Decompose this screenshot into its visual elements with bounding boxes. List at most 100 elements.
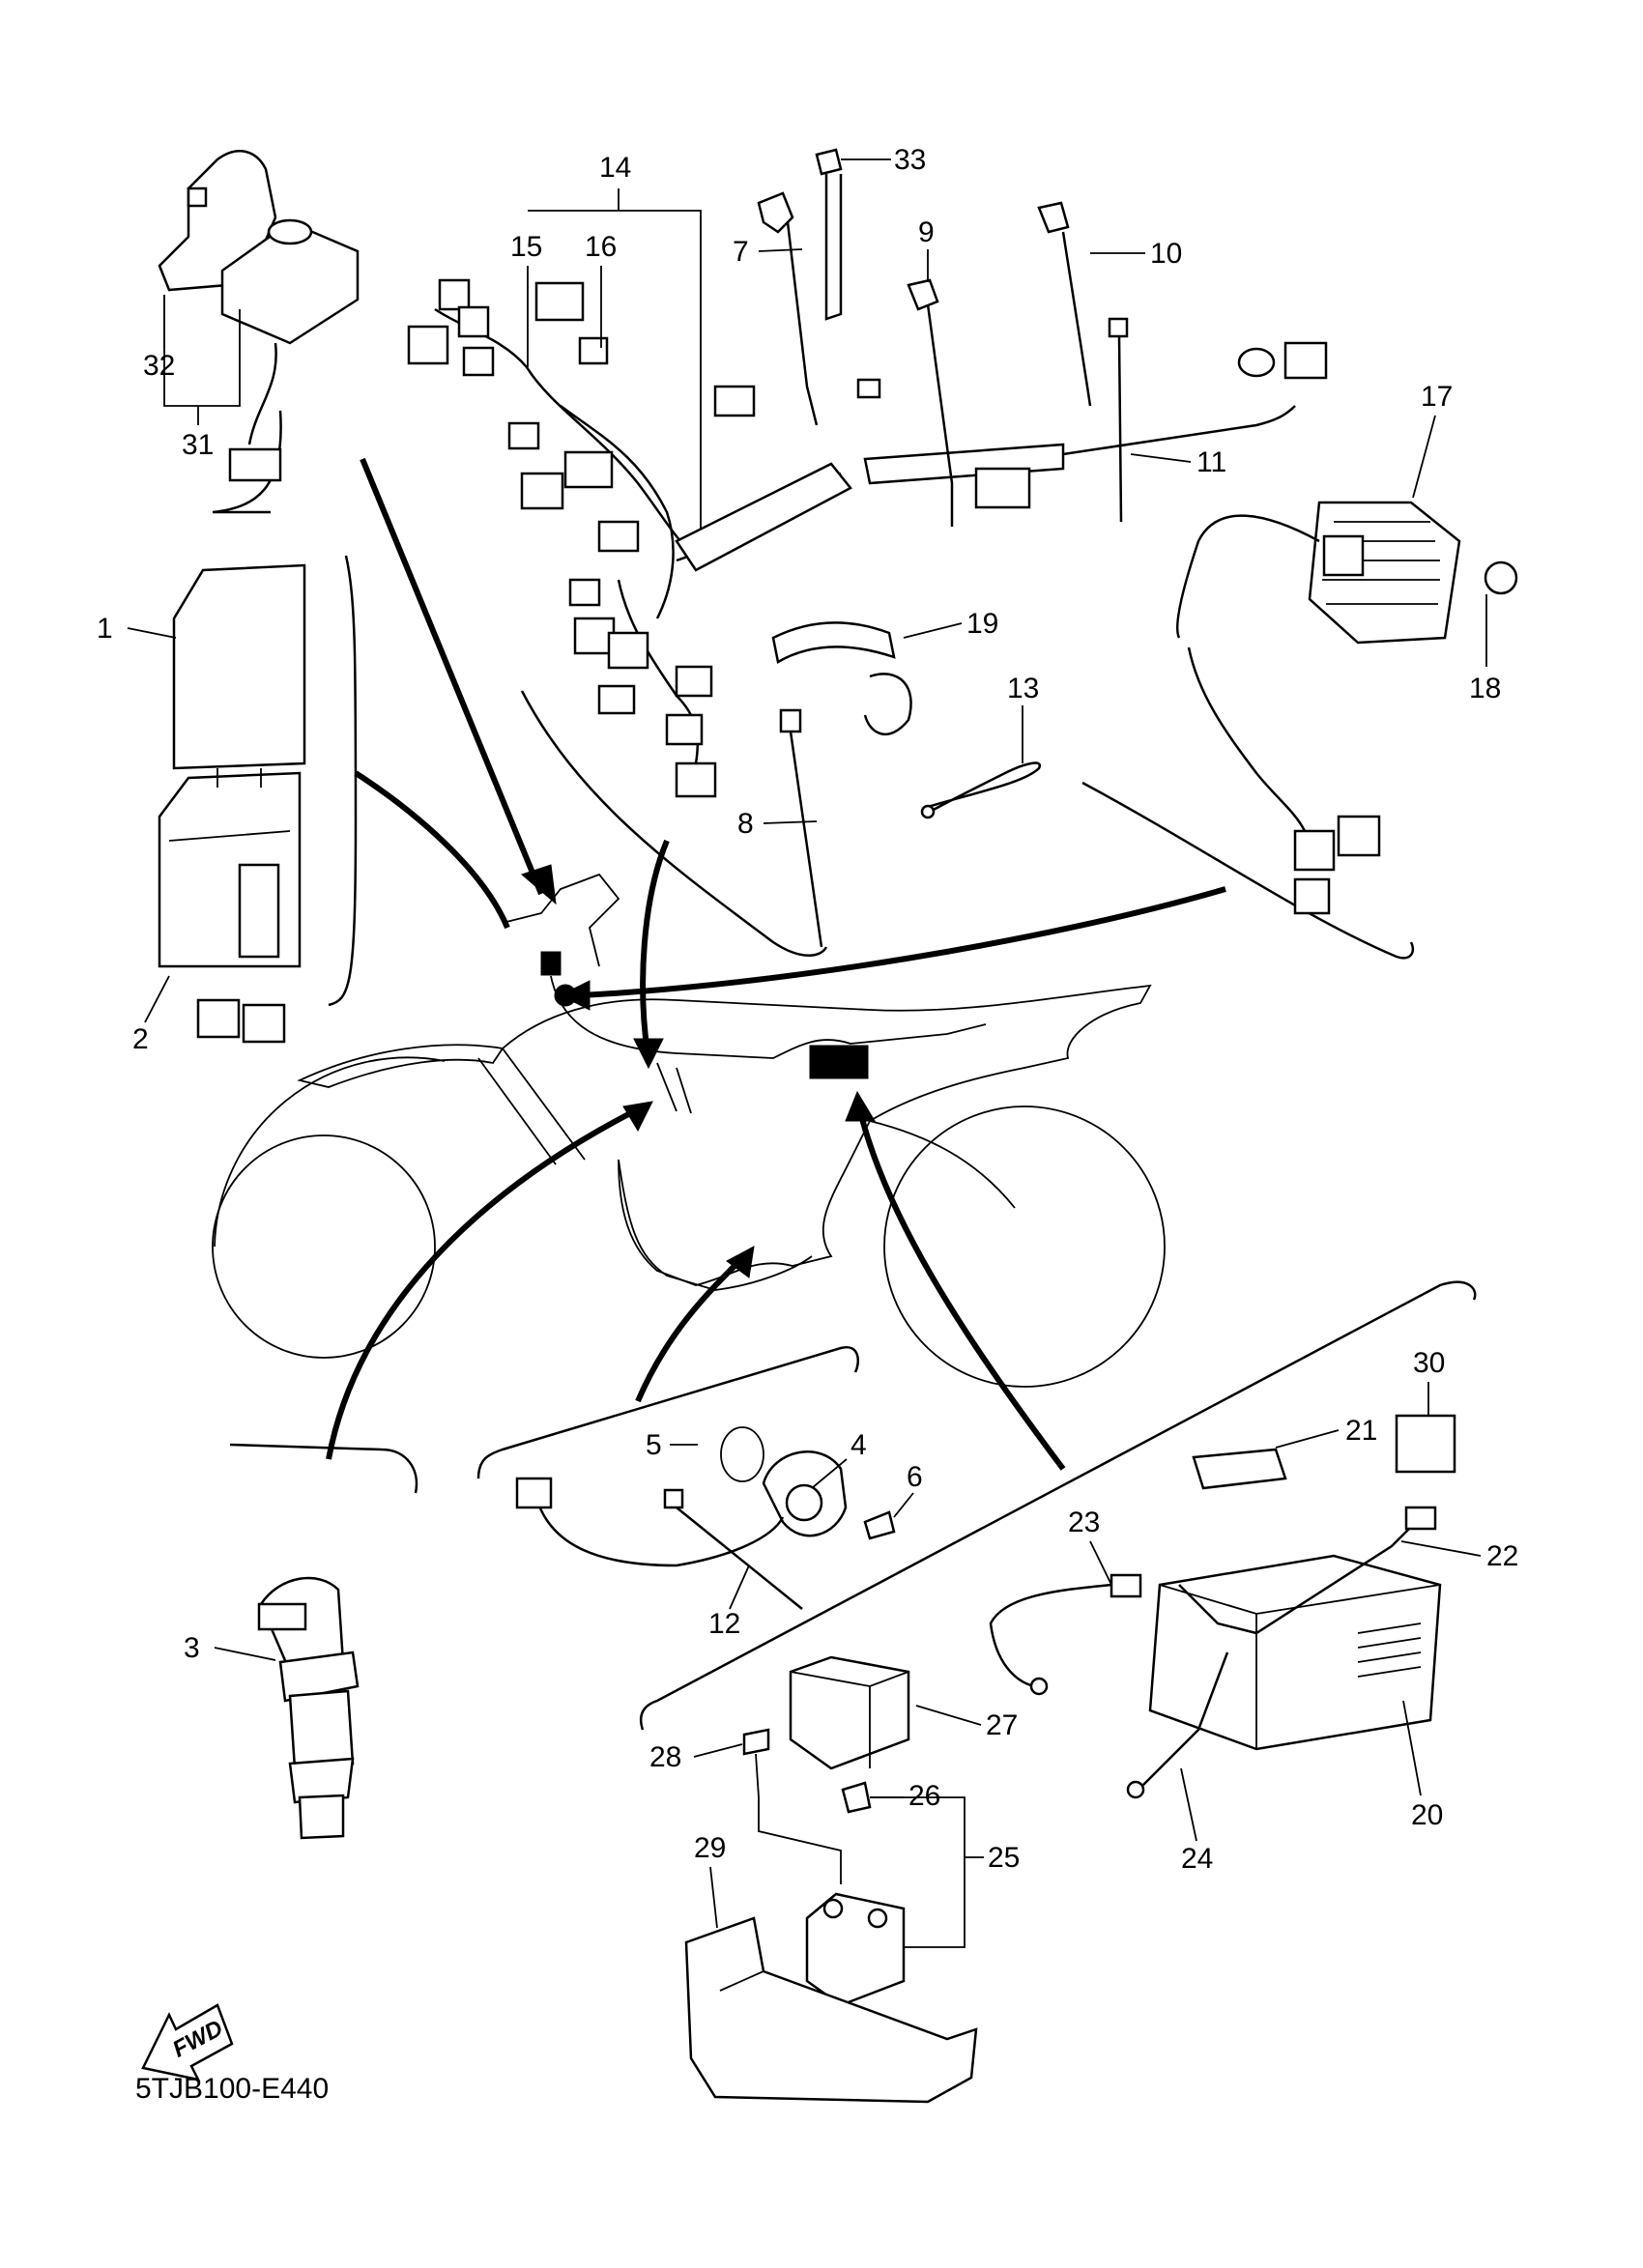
starter-relay — [684, 1655, 978, 2104]
relay-assembly — [158, 150, 360, 482]
relay-holder-edge — [719, 1917, 765, 1992]
frame-top-left — [212, 410, 282, 514]
callout-29: 29 — [694, 1832, 726, 1864]
lead-24-terminal — [1126, 1780, 1145, 1799]
arrow-harness — [640, 839, 670, 1054]
ignition-coil-mount — [656, 1062, 692, 1114]
battery-band-22 — [1178, 1526, 1412, 1635]
cdi-mount — [540, 951, 562, 976]
tie-9-head — [907, 278, 939, 311]
relay-knob — [267, 218, 313, 245]
relay-connector — [228, 447, 282, 482]
arrow-pickup — [635, 1253, 747, 1403]
harness-block — [809, 1045, 869, 1079]
callout-6: 6 — [907, 1461, 923, 1493]
cable-ties — [757, 148, 1129, 948]
tie-11-strap — [1117, 335, 1123, 523]
tie-10-head — [1037, 201, 1070, 234]
callout-4: 4 — [850, 1429, 867, 1461]
tie-12-strap — [676, 1507, 803, 1610]
harness-right-wire — [1062, 405, 1296, 456]
leader-line-22 — [1400, 1540, 1482, 1557]
band-13 — [927, 761, 1042, 814]
pickup-connector — [515, 1477, 553, 1509]
frame-tank — [502, 984, 1152, 1286]
clamp-19 — [771, 621, 896, 664]
arrow-relay — [360, 457, 544, 896]
rectifier-connector — [1322, 534, 1365, 577]
bushing-18 — [1484, 560, 1518, 595]
pointer-arrows — [326, 457, 1226, 1471]
rear-wheel — [883, 1105, 1166, 1388]
leader-line-21 — [1275, 1429, 1340, 1449]
tie-33-strap — [824, 174, 843, 321]
leader-line-4 — [811, 1458, 848, 1489]
callout-20: 20 — [1411, 1799, 1443, 1831]
tie-7-head — [757, 191, 794, 234]
rectifier-regulator — [1175, 501, 1518, 915]
callout-26: 26 — [908, 1780, 940, 1812]
arrow-rectifier — [579, 886, 1226, 998]
coil-body — [288, 1689, 355, 1770]
callout-22: 22 — [1486, 1540, 1518, 1572]
frame-lower — [618, 1159, 813, 1291]
leader-line-29 — [709, 1866, 718, 1929]
frame-coil — [229, 1443, 418, 1494]
harness-connector-8 — [597, 520, 640, 553]
arrow-pickup-head — [726, 1246, 755, 1278]
leader-line-27 — [915, 1705, 982, 1726]
band-22-hook — [1404, 1506, 1437, 1531]
arrow-harness-head — [633, 1038, 664, 1070]
leader-line-7 — [758, 248, 803, 252]
arrow-coil-head — [622, 1101, 653, 1133]
callout-11: 11 — [1196, 446, 1226, 478]
rectifier-wire-2 — [1187, 646, 1307, 832]
harness-connector-11 — [607, 631, 649, 670]
tie-11-head — [1108, 317, 1129, 338]
harness-connector-19 — [1283, 341, 1328, 380]
frame-pickup — [476, 1345, 859, 1479]
rectifier-plug-a — [1293, 829, 1336, 872]
callout-32: 32 — [143, 350, 175, 382]
rectifier-wire — [1175, 514, 1320, 639]
arrow-rectifier-head — [559, 980, 591, 1011]
relay-group-guide — [870, 1796, 966, 1948]
relay-terminal-a — [822, 1898, 844, 1919]
harness-sheath-right — [863, 443, 1065, 485]
leader-line-6 — [893, 1492, 914, 1518]
tie-10-strap — [1061, 231, 1092, 407]
harness-bracket-line — [528, 210, 702, 541]
callout-3: 3 — [184, 1632, 200, 1664]
cdi-clip — [238, 863, 280, 959]
harness-connector-17 — [856, 378, 881, 399]
lead-24 — [1139, 1651, 1229, 1789]
tie-12-head — [663, 1488, 684, 1509]
cdi-guide — [216, 768, 262, 788]
tie-9-strap — [926, 303, 954, 527]
harness-connector-1 — [407, 325, 449, 365]
coil-boot — [298, 1794, 345, 1840]
callout-10: 10 — [1150, 238, 1182, 270]
harness-connector-16 — [974, 467, 1031, 509]
cdi-body-edge — [168, 830, 291, 842]
bolt-28-shaft — [755, 1753, 760, 1798]
tie-7-strap — [786, 221, 819, 426]
cdi-unit — [158, 563, 306, 1044]
bolt-guide — [758, 1797, 842, 1884]
battery-area — [989, 1414, 1456, 1799]
arrow-relay-head — [521, 864, 557, 905]
coupler-30 — [1395, 1414, 1456, 1474]
callout-13: 13 — [1007, 673, 1039, 704]
harness-connector-3 — [457, 305, 490, 338]
battery-20 — [1148, 1554, 1442, 1751]
ignition-coil — [257, 1576, 360, 1840]
starter-relay-25 — [805, 1892, 906, 2007]
relay-bracket-guide — [163, 295, 241, 407]
leader-line-12 — [729, 1565, 750, 1610]
harness-connector-2 — [438, 278, 471, 311]
callout-25: 25 — [988, 1842, 1020, 1874]
callout-28: 28 — [649, 1741, 681, 1773]
bolt-6 — [863, 1510, 896, 1540]
callout-27: 27 — [986, 1709, 1018, 1741]
